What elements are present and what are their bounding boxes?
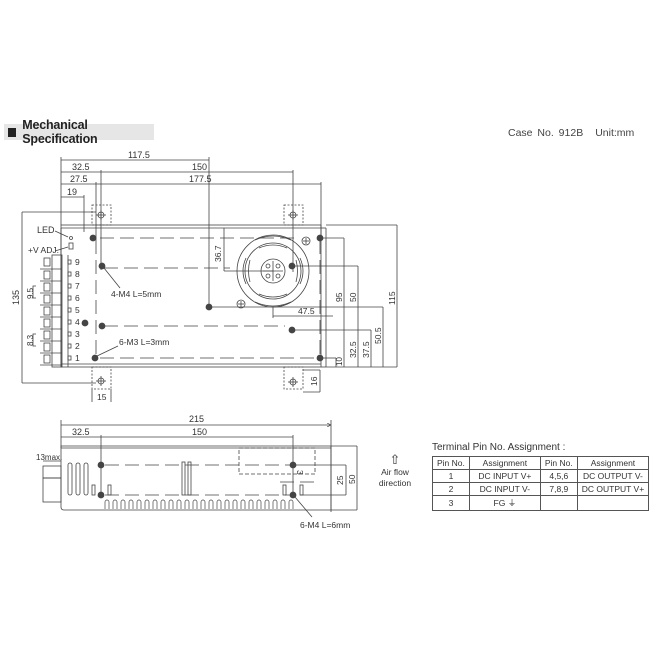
section-title: Mechanical Specification — [22, 118, 98, 146]
side-screw-label: 6-M4 L=6mm — [300, 520, 350, 530]
cell — [576, 495, 650, 511]
cell: 3 — [432, 495, 470, 511]
dim-117-5: 117.5 — [128, 150, 150, 160]
header-pin-no-2: Pin No. — [539, 456, 578, 470]
vadj-label: +V ADJ. — [28, 245, 59, 255]
section-header: Mechanical Specification — [4, 118, 154, 146]
unit-label: Unit:mm — [595, 127, 635, 139]
dim-50-side: 50 — [347, 474, 357, 484]
dim-8-3: 8.3 — [26, 334, 35, 346]
table-row: 3 FG ⏚ — [432, 495, 650, 511]
terminal-2: 2 — [75, 341, 80, 351]
cell: FG ⏚ — [468, 495, 541, 511]
cell: DC INPUT V+ — [468, 469, 541, 483]
dim-36-7: 36.7 — [213, 245, 223, 262]
cell: DC OUTPUT V- — [576, 469, 650, 483]
case-number: Case No. 912B — [508, 127, 584, 139]
cell: 4,5,6 — [539, 469, 578, 483]
terminal-4: 4 — [75, 317, 80, 327]
cell: 1 — [432, 469, 470, 483]
terminal-pin-table: Terminal Pin No. Assignment : Pin No. As… — [432, 442, 650, 511]
case-info: Case No. 912B Unit:mm — [508, 127, 634, 139]
cell: DC INPUT V- — [468, 482, 541, 496]
table-header-row: Pin No. Assignment Pin No. Assignment — [432, 456, 650, 470]
dim-16: 16 — [309, 376, 319, 386]
header-square-icon — [8, 127, 17, 137]
cell — [539, 495, 578, 511]
table-row: 2 DC INPUT V- 7,8,9 DC OUTPUT V+ — [432, 482, 650, 496]
dim-10: 10 — [335, 357, 344, 366]
cell: 2 — [432, 482, 470, 496]
terminal-block — [32, 228, 72, 368]
terminal-5: 5 — [75, 305, 80, 315]
table-row: 1 DC INPUT V+ 4,5,6 DC OUTPUT V- — [432, 469, 650, 483]
dim-177-5: 177.5 — [189, 174, 212, 184]
side-marker-3: 3 — [295, 470, 305, 475]
dim-215: 215 — [189, 414, 204, 424]
terminal-3: 3 — [75, 329, 80, 339]
header-assignment: Assignment — [468, 456, 541, 470]
dim-37-5: 37.5 — [361, 341, 371, 358]
terminal-6: 6 — [75, 293, 80, 303]
airflow-label-2: direction — [378, 478, 412, 488]
dim-19: 19 — [67, 187, 77, 197]
dim-9-5: 9.5 — [26, 287, 35, 299]
dim-115: 115 — [387, 291, 397, 305]
dim-135: 135 — [11, 290, 21, 305]
header-assignment-2: Assignment — [576, 456, 650, 470]
terminal-9: 9 — [75, 257, 80, 267]
airflow-indicator: ⇧ Air flow direction — [372, 453, 418, 489]
dim-32-5-right: 32.5 — [348, 341, 358, 358]
m4-screw-label: 4-M4 L=5mm — [111, 289, 161, 299]
vent-slots — [104, 499, 294, 509]
top-view — [21, 157, 398, 402]
table-caption: Terminal Pin No. Assignment : — [432, 442, 566, 453]
side-dim-150: 150 — [192, 427, 207, 437]
header-pin-no: Pin No. — [432, 456, 470, 470]
side-view — [42, 420, 358, 518]
dim-15: 15 — [97, 392, 107, 402]
dim-50-5: 50.5 — [373, 327, 383, 344]
cell: DC OUTPUT V+ — [576, 482, 650, 496]
terminal-8: 8 — [75, 269, 80, 279]
dim-95: 95 — [334, 292, 344, 302]
terminal-7: 7 — [75, 281, 80, 291]
dim-32-5: 32.5 — [72, 162, 90, 172]
dim-150: 150 — [192, 162, 207, 172]
cell: 7,8,9 — [539, 482, 578, 496]
m3-screw-label: 6-M3 L=3mm — [119, 337, 169, 347]
dim-27-5: 27.5 — [70, 174, 88, 184]
airflow-label-1: Air flow — [381, 467, 409, 477]
terminal-1: 1 — [75, 353, 80, 363]
led-label: LED — [37, 225, 55, 235]
dim-25: 25 — [335, 475, 345, 485]
dim-50: 50 — [348, 292, 358, 302]
arrow-up-icon: ⇧ — [389, 452, 401, 467]
dim-13max: 13max. — [36, 453, 62, 462]
side-dim-32-5: 32.5 — [72, 427, 90, 437]
dim-47-5: 47.5 — [298, 306, 315, 316]
